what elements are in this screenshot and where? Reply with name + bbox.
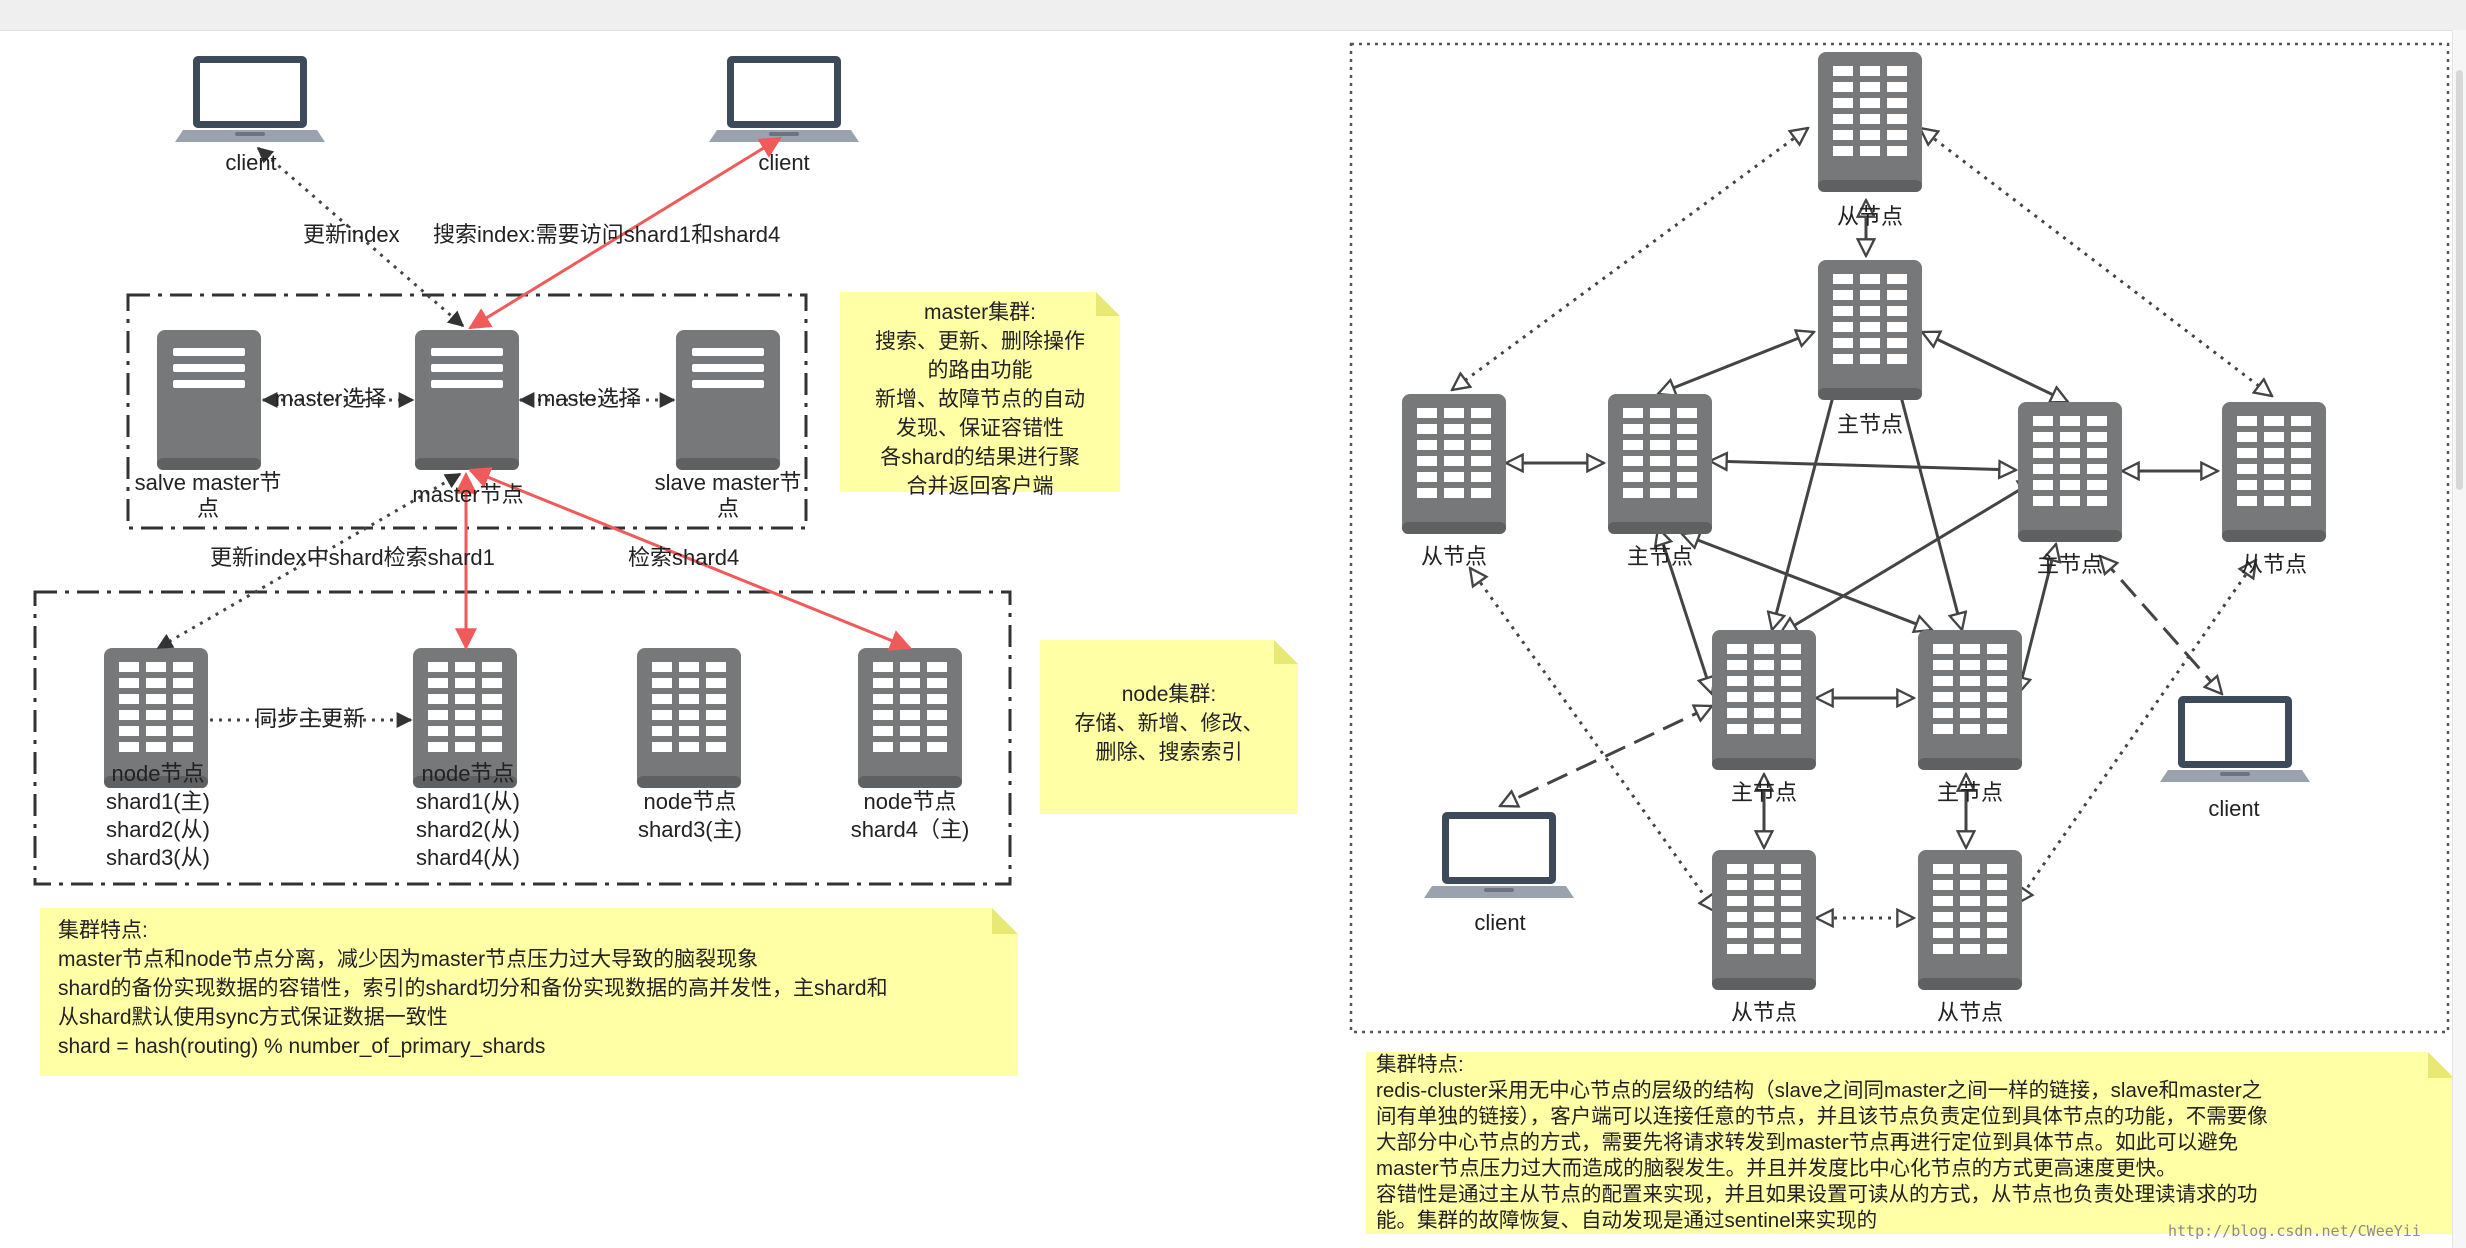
edge-sright-sbr [2016, 560, 2256, 904]
edge-client-search [468, 136, 782, 330]
node2-label: node节点 shard1(从) shard2(从) shard4(从) [416, 761, 520, 870]
client-left-label-2: client [1474, 910, 1526, 935]
edge-mtop-mleft [1658, 332, 1814, 394]
master-right-label: 主节点 [2036, 552, 2103, 577]
master-br-rack-icon [1918, 630, 2022, 770]
edge-label-search-shard4: 检索shard4 [628, 545, 740, 570]
left-features-note: 集群特点: master节点和node节点分离，减少因为master节点压力过大… [40, 908, 1018, 1076]
left-features-text: 集群特点: master节点和node节点分离，减少因为master节点压力过大… [58, 919, 888, 1058]
slave-br-rack-icon [1918, 850, 2022, 990]
master-note-text: master集群: 搜索、更新、删除操作 的路由功能 新增、故障节点的自动 发现… [875, 301, 1085, 498]
master-top-label: 主节点 [1836, 412, 1903, 437]
node-cluster-note: node集群: 存储、新增、修改、 删除、搜索索引 [1040, 640, 1298, 814]
edge-mtop-mbl [1772, 362, 1842, 630]
edge-label-update-index: 更新index [303, 222, 400, 247]
slave-master-label: slave master节 点 [654, 470, 802, 522]
master-server-icon [415, 330, 519, 470]
master-br-label: 主节点 [1936, 780, 2003, 805]
vertical-scrollbar[interactable] [2452, 30, 2466, 1248]
right-features-note: 集群特点: redis-cluster采用无中心节点的层级的结构（slave之间… [1366, 1052, 2454, 1234]
edge-client-mbl [1500, 706, 1712, 806]
edge-master-node4 [467, 467, 913, 651]
salve-master-label: salve master节 点 [134, 470, 282, 522]
master-bl-rack-icon [1712, 630, 1816, 770]
node4-rack-icon [858, 648, 962, 788]
slave-master-server-icon [676, 330, 780, 470]
slave-top-rack-icon [1818, 52, 1922, 192]
edge-master-node1 [156, 472, 462, 650]
edge-sleft-sbl [1470, 568, 1716, 912]
client-left-label: client [225, 150, 277, 175]
right-features-text: 集群特点: redis-cluster采用无中心节点的层级的结构（slave之间… [1376, 1053, 2268, 1232]
scrollbar-thumb[interactable] [2456, 70, 2463, 490]
note-fold [1274, 640, 1298, 664]
salve-master-server-icon [157, 330, 261, 470]
master-bl-label: 主节点 [1730, 780, 1797, 805]
master-left-label: 主节点 [1626, 544, 1693, 569]
node4-label: node节点 shard4（主) [850, 789, 970, 842]
slave-top-label: 从节点 [1836, 204, 1903, 229]
client-left-laptop-icon [175, 56, 325, 142]
node1-label: node节点 shard1(主) shard2(从) shard3(从) [106, 761, 210, 870]
master-right-rack-icon [2018, 402, 2122, 542]
top-toolbar [0, 0, 2466, 31]
node-cluster-frame [33, 590, 1012, 886]
client-right-label: client [758, 150, 810, 175]
slave-left-rack-icon [1402, 394, 1506, 534]
master-cluster-note: master集群: 搜索、更新、删除操作 的路由功能 新增、故障节点的自动 发现… [840, 292, 1120, 498]
slave-bl-label: 从节点 [1730, 1000, 1797, 1025]
client-right-laptop-icon [709, 56, 859, 142]
master-node-label: master节点 [412, 482, 524, 507]
slave-br-label: 从节点 [1936, 1000, 2003, 1025]
node3-label: node节点 shard3(主) [638, 789, 742, 842]
master-left-rack-icon [1608, 394, 1712, 534]
client-right-laptop-icon-2 [2160, 696, 2310, 782]
node3-rack-icon [637, 648, 741, 788]
edge-label-search-index: 搜索index:需要访问shard1和shard4 [433, 222, 781, 247]
edge-label-sync: 同步主更新 [255, 706, 366, 731]
edge-client-update [256, 146, 465, 328]
blog-watermark: http://blog.csdn.net/CWeeYii [2168, 1222, 2421, 1240]
client-left-laptop-icon-2 [1424, 812, 1574, 898]
client-right-label-2: client [2208, 796, 2260, 821]
master-top-rack-icon [1818, 260, 1922, 400]
edge-mright-mbl [1780, 480, 2036, 634]
note-fold [992, 908, 1018, 934]
edge-label-update-shard: 更新index中shard检索shard1 [210, 545, 495, 570]
edge-stop-sleft [1452, 128, 1808, 390]
slave-right-rack-icon [2222, 402, 2326, 542]
edge-mleft-mright [1710, 461, 2016, 470]
node-note-text: node集群: 存储、新增、修改、 删除、搜索索引 [1074, 683, 1264, 764]
slave-right-label: 从节点 [2240, 552, 2307, 577]
redis-cluster-frame [1349, 42, 2450, 1034]
edge-label-master-select: master选择 [275, 386, 387, 411]
edge-mtop-mright [1922, 332, 2068, 402]
edge-mtop-mbr [1892, 362, 1962, 630]
note-fold [2428, 1052, 2454, 1078]
edge-stop-sright [1920, 128, 2272, 396]
edge-label-maste-select: maste选择 [537, 386, 641, 411]
note-fold [1096, 292, 1120, 316]
slave-bl-rack-icon [1712, 850, 1816, 990]
slave-left-label: 从节点 [1420, 544, 1487, 569]
edge-mleft-mbr [1682, 534, 1932, 630]
